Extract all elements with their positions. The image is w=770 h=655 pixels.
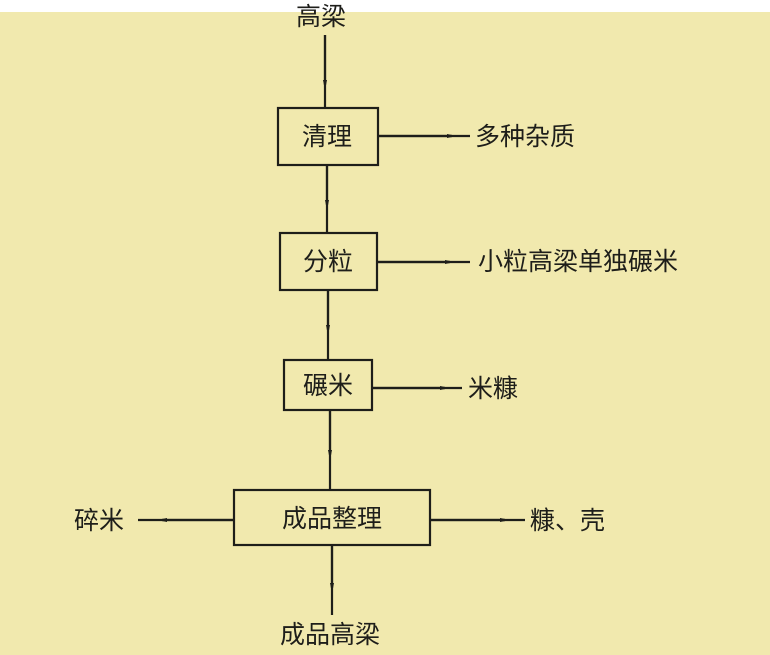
output-small-grain: 小粒高梁单独碾米 [478, 247, 679, 276]
paper-background [0, 12, 770, 655]
output-husk: 糠、壳 [530, 506, 606, 535]
output-impurities: 多种杂质 [475, 122, 576, 151]
output-bran: 米糠 [468, 374, 519, 403]
output-broken-rice: 碎米 [74, 506, 125, 535]
step-cleaning: 清理 [302, 122, 353, 151]
input-label: 高梁 [296, 2, 347, 31]
step-grading: 分粒 [303, 247, 354, 276]
step-milling: 碾米 [303, 371, 354, 400]
final-label: 成品高梁 [280, 620, 381, 649]
step-finishing: 成品整理 [282, 504, 383, 533]
